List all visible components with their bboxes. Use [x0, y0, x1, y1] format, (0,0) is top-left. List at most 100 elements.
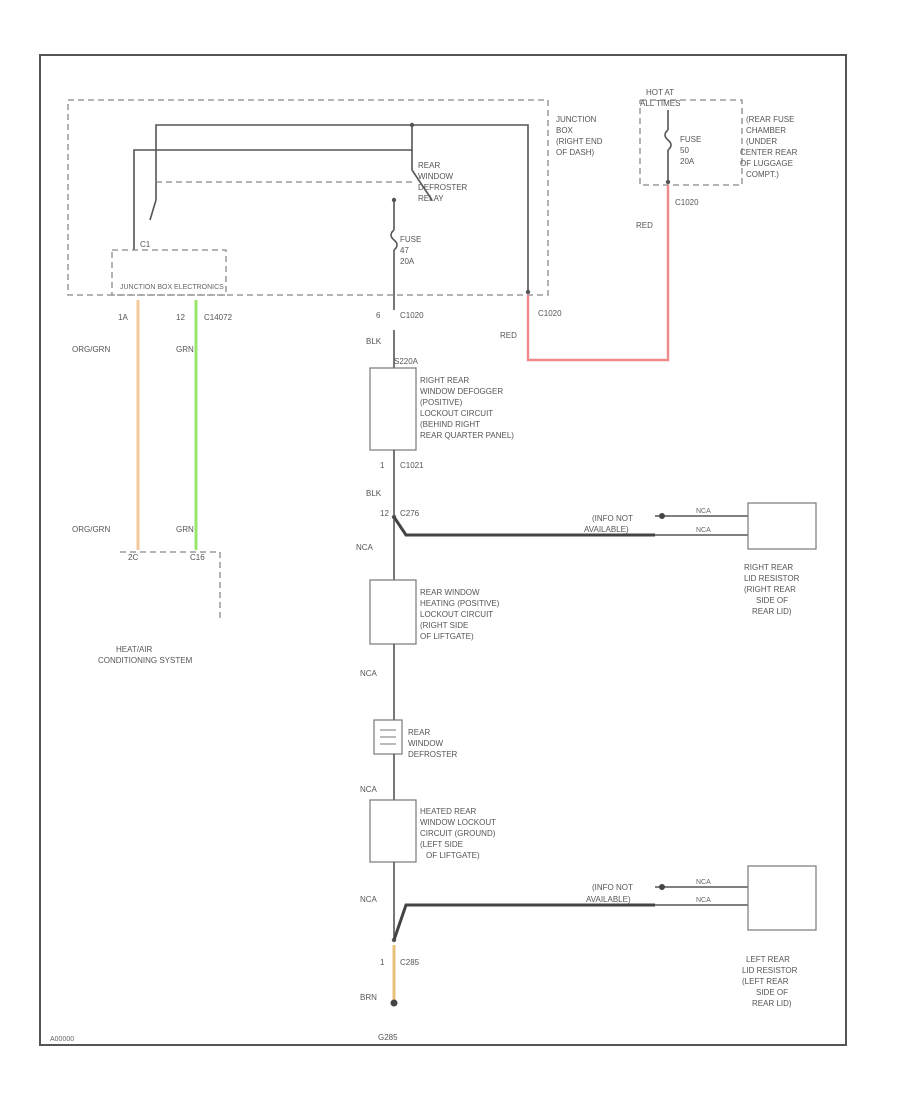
svg-text:HEATED REAR: HEATED REAR [420, 807, 477, 816]
svg-text:LOCKOUT CIRCUIT: LOCKOUT CIRCUIT [420, 610, 493, 619]
ground-icon [390, 999, 398, 1007]
label-c1020-b: C1020 [538, 309, 562, 318]
rear-window-heating-box [369, 579, 417, 645]
branch-wire-right [392, 516, 655, 537]
label-nca-4: NCA [360, 895, 378, 904]
svg-text:OF LUGGAGE: OF LUGGAGE [740, 159, 793, 168]
label-right-rear-defogger: RIGHT REAR WINDOW DEFOGGER (POSITIVE) LO… [420, 376, 514, 440]
svg-text:(BEHIND RIGHT: (BEHIND RIGHT [420, 420, 480, 429]
svg-text:JUNCTION: JUNCTION [556, 115, 597, 124]
jb-feed-wire [133, 125, 413, 250]
label-pin-12b: 12 [380, 509, 389, 518]
svg-text:CENTER REAR: CENTER REAR [740, 148, 798, 157]
heated-rear-lockout-box [369, 799, 417, 863]
svg-text:47: 47 [400, 246, 409, 255]
svg-text:(INFO NOT: (INFO NOT [592, 514, 633, 523]
svg-text:OF LIFTGATE): OF LIFTGATE) [420, 632, 474, 641]
right-rear-lid-resistor-box [747, 502, 817, 550]
red-wire [526, 185, 670, 362]
right-rear-defogger-box [369, 367, 417, 451]
left-terminal-icon [659, 884, 665, 890]
svg-text:20A: 20A [680, 157, 695, 166]
fuse-47-icon [390, 229, 398, 251]
label-c-ref: C1 [140, 240, 151, 249]
label-hvac: HEAT/AIR CONDITIONING SYSTEM [98, 645, 193, 665]
c1020-top-dot [665, 179, 671, 185]
label-junction-box: JUNCTION BOX (RIGHT END OF DASH) [556, 115, 603, 157]
label-c276: C276 [400, 509, 420, 518]
label-c1020-c: C1020 [675, 198, 699, 207]
label-brn: BRN [360, 993, 377, 1002]
label-rear-window-heating: REAR WINDOW HEATING (POSITIVE) LOCKOUT C… [420, 588, 500, 641]
svg-text:REAR QUARTER PANEL): REAR QUARTER PANEL) [420, 431, 514, 440]
svg-text:WINDOW DEFOGGER: WINDOW DEFOGGER [420, 387, 503, 396]
svg-text:(RIGHT SIDE: (RIGHT SIDE [420, 621, 468, 630]
jb-electronics-outline [111, 249, 227, 296]
label-pin-6: 6 [376, 311, 381, 320]
label-blk-2: BLK [366, 489, 382, 498]
label-fuse-47: FUSE 47 20A [400, 235, 421, 266]
svg-text:FUSE: FUSE [680, 135, 701, 144]
svg-text:(POSITIVE): (POSITIVE) [420, 398, 463, 407]
label-pin-2c: 2C [128, 553, 138, 562]
label-heated-rear-lockout: HEATED REAR WINDOW LOCKOUT CIRCUIT (GROU… [420, 807, 496, 860]
label-pin-1c: 1 [380, 958, 385, 967]
svg-text:FUSE: FUSE [400, 235, 421, 244]
svg-text:SIDE OF: SIDE OF [756, 596, 788, 605]
label-c285: C285 [400, 958, 420, 967]
junction-box-outline [67, 99, 549, 296]
label-pin-1: 1 [380, 461, 385, 470]
svg-text:REAR: REAR [418, 161, 440, 170]
label-c1020: C1020 [400, 311, 424, 320]
label-c1021: C1021 [400, 461, 424, 470]
label-ground: G285 [378, 1033, 398, 1042]
label-blk-1: BLK [366, 337, 382, 346]
svg-text:SIDE OF: SIDE OF [756, 988, 788, 997]
label-red-1: RED [636, 221, 653, 230]
svg-text:REAR LID): REAR LID) [752, 607, 792, 616]
svg-text:20A: 20A [400, 257, 415, 266]
svg-text:WINDOW LOCKOUT: WINDOW LOCKOUT [420, 818, 496, 827]
hvac-outline [120, 551, 221, 620]
left-rear-lid-resistor-box [747, 865, 817, 931]
svg-text:HEATING (POSITIVE): HEATING (POSITIVE) [420, 599, 500, 608]
svg-text:CONDITIONING SYSTEM: CONDITIONING SYSTEM [98, 656, 193, 665]
svg-text:REAR WINDOW: REAR WINDOW [420, 588, 480, 597]
label-pin-1a: 1A [118, 313, 128, 322]
diagram-border [39, 54, 847, 1046]
label-c14072: C14072 [204, 313, 233, 322]
svg-text:DEFROSTER: DEFROSTER [408, 750, 458, 759]
label-fuse-50: FUSE 50 20A [680, 135, 701, 166]
label-info-not-available-2: (INFO NOT AVAILABLE) [586, 883, 633, 904]
label-nca-2: NCA [360, 669, 378, 678]
svg-text:CHAMBER: CHAMBER [746, 126, 786, 135]
svg-text:OF DASH): OF DASH) [556, 148, 595, 157]
svg-text:(RIGHT REAR: (RIGHT REAR [744, 585, 796, 594]
label-s220a: S220A [394, 357, 419, 366]
svg-text:LID RESISTOR: LID RESISTOR [744, 574, 800, 583]
svg-text:CIRCUIT (GROUND): CIRCUIT (GROUND) [420, 829, 496, 838]
label-info-not-available-1: (INFO NOT AVAILABLE) [584, 514, 633, 534]
defroster-grid-icon [373, 719, 403, 755]
svg-text:BOX: BOX [556, 126, 574, 135]
relay-output-dot [391, 197, 397, 203]
svg-text:(UNDER: (UNDER [746, 137, 777, 146]
label-hot-at-all-times: HOT AT ALL TIMES [640, 88, 680, 108]
label-pin-c16: C16 [190, 553, 205, 562]
svg-text:RELAY: RELAY [418, 194, 444, 203]
relay-switch-icon [411, 169, 433, 201]
label-relay: REAR WINDOW DEFROSTER RELAY [418, 161, 468, 203]
svg-text:(RIGHT END: (RIGHT END [556, 137, 603, 146]
svg-text:REAR LID): REAR LID) [752, 999, 792, 1008]
label-nca-small-1: NCA [696, 508, 711, 515]
label-figure-id: A00000 [50, 1036, 74, 1043]
jb-switch-icon [149, 199, 157, 221]
label-right-rear-lid-resistor: RIGHT REAR LID RESISTOR (RIGHT REAR SIDE… [744, 563, 800, 616]
label-left-rear-lid-resistor: LEFT REAR LID RESISTOR (LEFT REAR SIDE O… [742, 955, 798, 1008]
svg-text:COMPT.): COMPT.) [746, 170, 779, 179]
label-jb-electronics: JUNCTION BOX ELECTRONICS [120, 284, 224, 291]
junction-dot [409, 122, 415, 128]
svg-text:RIGHT REAR: RIGHT REAR [420, 376, 469, 385]
svg-text:OF LIFTGATE): OF LIFTGATE) [426, 851, 480, 860]
